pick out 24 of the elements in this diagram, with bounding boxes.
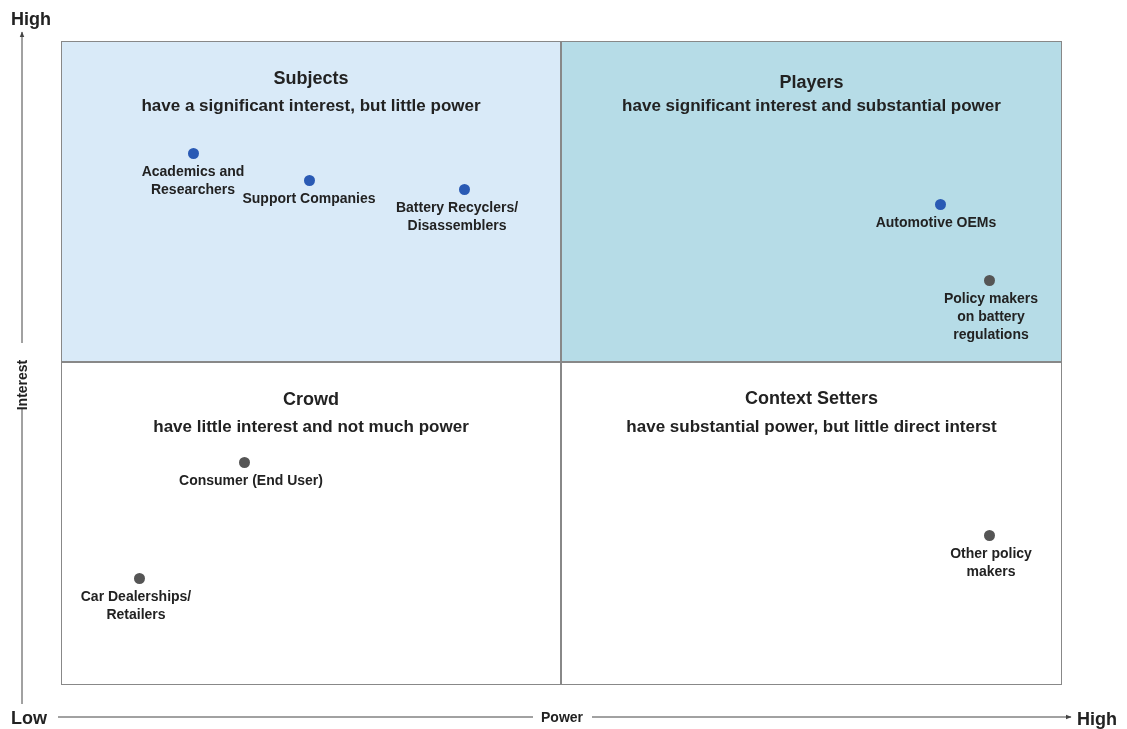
quadrant-panel — [61, 362, 561, 685]
point-label: Support Companies — [242, 189, 376, 207]
quadrant-description: have substantial power, but little direct interst — [625, 417, 998, 437]
quadrant-title: Context Setters — [744, 388, 879, 409]
quadrant-title: Subjects — [272, 68, 350, 89]
axis-label: Low — [11, 708, 47, 729]
point-label: Automotive OEMs — [875, 213, 997, 231]
point-label: Car Dealerships/ Retailers — [79, 587, 193, 623]
point-label: Consumer (End User) — [179, 471, 323, 489]
quadrant-description: have little interest and not much power — [152, 417, 470, 437]
quadrant-panel — [561, 362, 1062, 685]
quadrant-description: have significant interest and substantial power — [621, 96, 1002, 116]
point-label: Battery Recyclers/ Disassemblers — [394, 198, 520, 234]
point-label: Other policy makers — [949, 544, 1033, 580]
quadrant-panel — [561, 41, 1062, 362]
point-label: Policy makers on battery regulations — [942, 289, 1040, 343]
quadrant-panel — [61, 41, 561, 362]
quadrant-title: Players — [778, 72, 845, 93]
axis-label: Interest — [14, 359, 30, 411]
quadrant-description: have a significant interest, but little power — [140, 96, 482, 116]
axis-label: High — [1077, 709, 1117, 729]
quadrant-title: Crowd — [282, 389, 340, 410]
axis-label: High — [11, 9, 51, 30]
axis-label: Power — [541, 709, 583, 725]
